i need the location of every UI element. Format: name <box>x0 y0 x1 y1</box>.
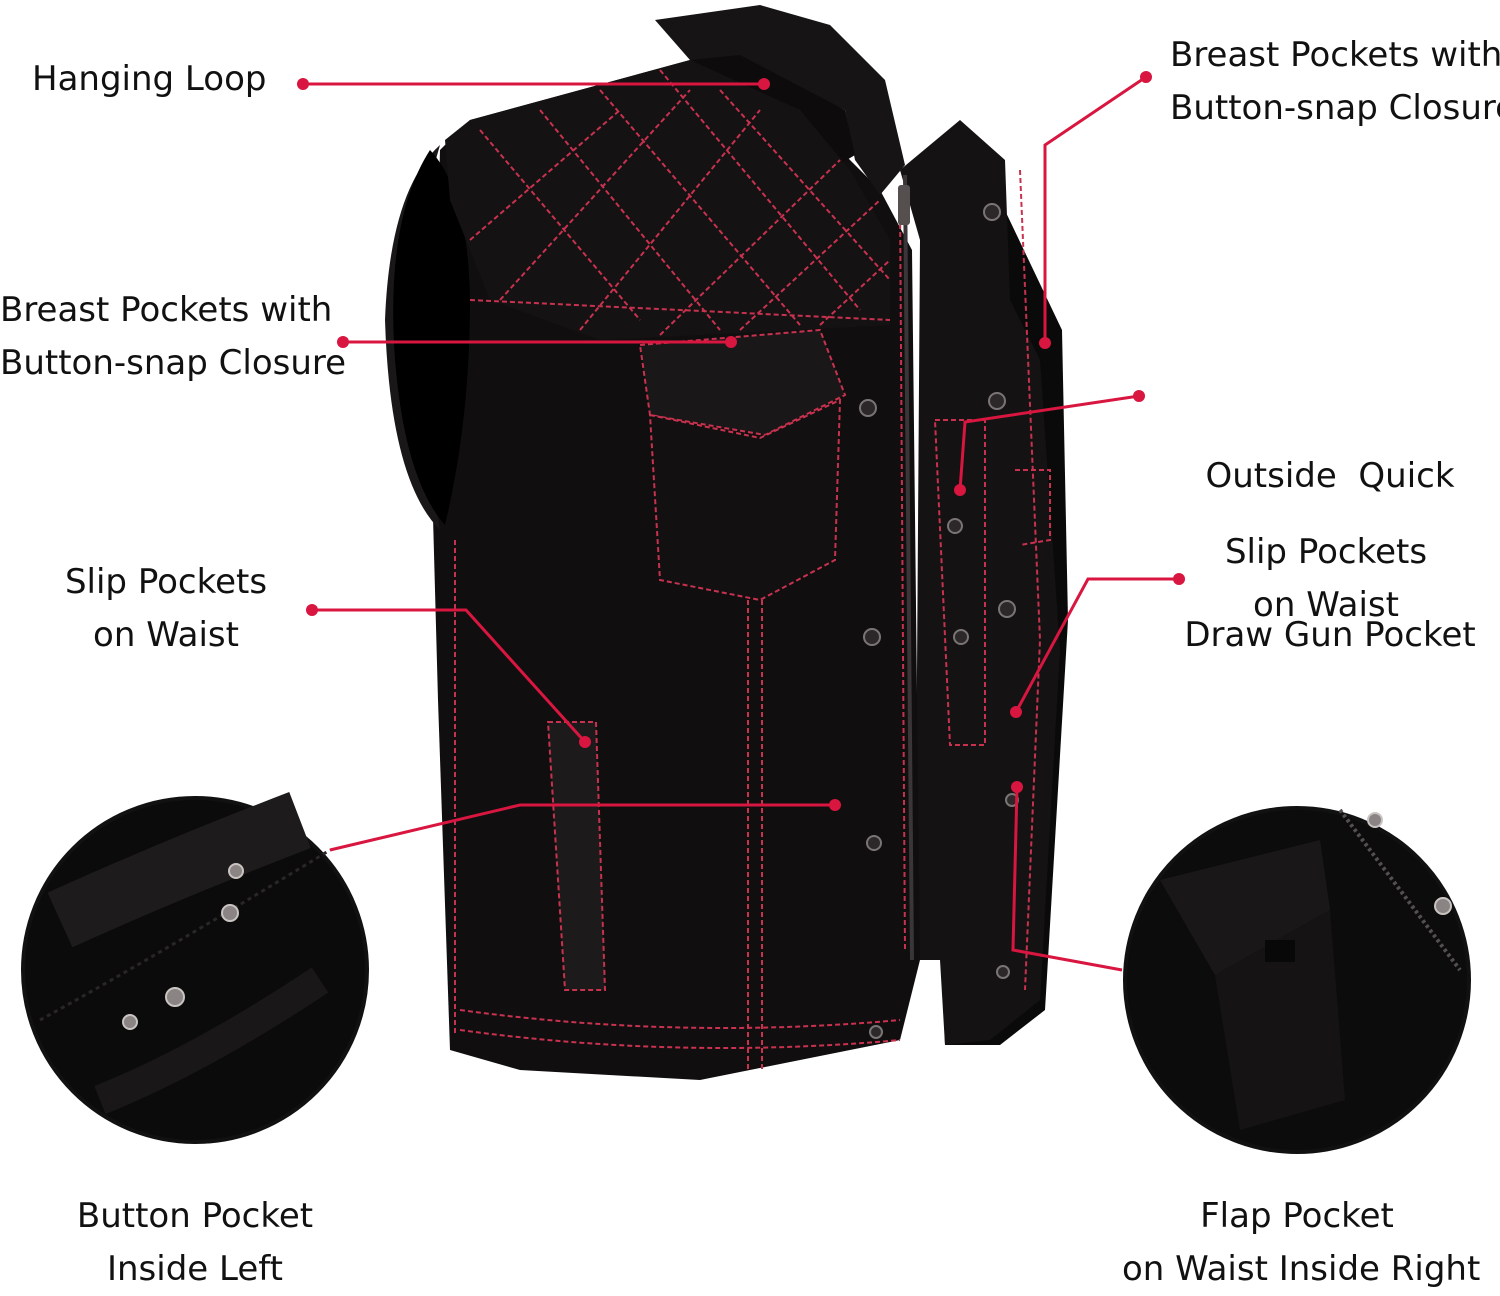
label-line: Flap Pocket <box>1200 1196 1394 1236</box>
label-line: on Waist <box>1253 585 1399 625</box>
slip-pockets-right-label: Slip Pockets on Waist <box>1210 526 1442 632</box>
slip-pockets-left-label: Slip Pockets on Waist <box>50 556 282 662</box>
breast-pockets-right-label: Breast Pockets with Button-snap Closure <box>1170 29 1500 135</box>
label-line: Button Pocket <box>76 1196 314 1236</box>
label-line: Button-snap Closure <box>0 343 347 383</box>
flap-pocket-detail-image <box>1123 806 1471 1154</box>
label-line: Breast Pockets with <box>1170 35 1500 75</box>
label-line: Draw Gun Pocket <box>1184 615 1476 655</box>
label-line: Slip Pockets <box>64 562 268 602</box>
label-line: on Waist Inside Right <box>1122 1249 1481 1289</box>
button-pocket-detail-image <box>21 791 369 1144</box>
callout-lines <box>303 75 1179 972</box>
hanging-loop-label: Hanging Loop <box>32 53 266 106</box>
callout-dots <box>297 71 1185 811</box>
label-line: Outside Quick <box>1205 456 1455 496</box>
label-line: Slip Pockets <box>1224 532 1428 572</box>
outside-quick-draw-label: Outside Quick Draw Gun Pocket <box>1180 344 1480 715</box>
label-line: Button-snap Closure <box>1170 88 1500 128</box>
label-line: on Waist <box>93 615 239 655</box>
label-line: Inside Left <box>106 1249 283 1289</box>
label-line: Breast Pockets with <box>0 290 333 330</box>
button-pocket-label: Button Pocket Inside Left <box>60 1190 330 1296</box>
flap-pocket-label: Flap Pocket on Waist Inside Right <box>1122 1190 1481 1296</box>
label-line: Hanging Loop <box>32 59 267 99</box>
vest-image <box>385 5 1068 1080</box>
breast-pockets-left-label: Breast Pockets with Button-snap Closure <box>0 284 347 390</box>
